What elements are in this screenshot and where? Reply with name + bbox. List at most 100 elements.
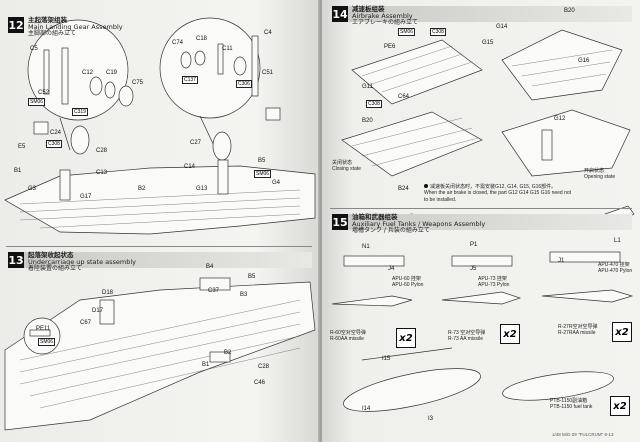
part-label: C12 <box>82 70 94 76</box>
part-label: B2 <box>224 350 232 356</box>
section-divider <box>330 208 632 209</box>
section-title-jp: 着陸装置の組み立て <box>28 264 83 272</box>
part-label: G12 <box>554 116 566 122</box>
closing-state-caption: 关闭状态 Closing state <box>332 160 361 173</box>
left-page-artwork <box>4 17 316 431</box>
opening-state-caption: 开启状态 Opening state <box>584 168 616 181</box>
part-label: C75 <box>132 80 144 86</box>
part-label: C51 <box>262 70 274 76</box>
section-15-bar <box>332 214 632 230</box>
part-label: G3 <box>28 186 37 192</box>
right-page-artwork <box>331 29 635 412</box>
part-label: C11 <box>222 46 233 52</box>
part-label: B24 <box>398 186 409 192</box>
step-number: 13 <box>8 252 24 268</box>
part-label: G13 <box>196 186 208 192</box>
part-label: C46 <box>254 380 266 386</box>
part-label: C13 <box>96 170 108 176</box>
section-title-cn: 油箱和武器组装 <box>352 213 398 221</box>
part-label: B5 <box>258 158 266 164</box>
section-14-bar <box>332 6 632 22</box>
part-label: C28 <box>96 148 108 154</box>
part-label: I3 <box>428 416 434 422</box>
part-label: C24 <box>50 130 62 136</box>
part-label: B1 <box>202 362 210 368</box>
section-title-en: Auxiliary Fuel Tanks / Weapons Assembly <box>352 219 486 228</box>
paint-tag: C319 <box>72 108 88 116</box>
bullet-icon <box>424 184 428 188</box>
section-15-header: 15 油箱和武器组装 Auxiliary Fuel Tanks / Weapon… <box>332 214 485 234</box>
section-title-cn: 起落架收起状态 <box>28 251 74 259</box>
page-footer: 1/48 MiG-29 "FULCRUM" 9-13 <box>552 432 614 437</box>
part-label: C5 <box>30 46 38 52</box>
part-label: B1 <box>14 168 22 174</box>
part-label: N1 <box>362 244 370 250</box>
part-label: G16 <box>578 58 590 64</box>
part-label: E5 <box>18 144 26 150</box>
section-title-jp: 主脚部の組み立て <box>28 29 77 37</box>
airbrake-note: 减速板关闭状态时，不需安装G12, G14, G15, G16部件。 When … <box>424 184 572 203</box>
quantity-badge: x2 <box>610 396 630 416</box>
part-label: C67 <box>80 320 92 326</box>
section-title-jp: エアブレーキの組み立て <box>352 18 419 26</box>
paint-tag: SM06 <box>398 28 416 36</box>
part-label: G14 <box>496 24 508 30</box>
quantity-badge: x2 <box>500 324 520 344</box>
part-label: P1 <box>470 242 478 248</box>
part-label: I14 <box>362 406 371 412</box>
part-label: C37 <box>208 288 220 294</box>
page-gutter <box>318 0 324 442</box>
step-number: 12 <box>8 17 24 33</box>
paint-tag: C308 <box>430 28 446 36</box>
part-label: D18 <box>102 290 114 296</box>
part-label: C19 <box>106 70 118 76</box>
part-label: G11 <box>362 84 373 90</box>
section-title-en: Main Landing Gear Assembly <box>28 22 123 31</box>
part-label: J4 <box>388 266 395 272</box>
part-label: D17 <box>92 308 104 314</box>
part-label: B20 <box>362 118 373 124</box>
part-label: C14 <box>184 164 196 170</box>
section-14-header: 14 减速板组装 Airbrake Assembly エアブレーキの組み立て <box>332 6 418 26</box>
section-title-jp: 増槽タンク / 兵装の組み立て <box>352 226 430 234</box>
part-label: C64 <box>398 94 410 100</box>
part-label: PE6 <box>384 44 396 50</box>
part-label: J1 <box>558 258 565 264</box>
quantity-badge: x2 <box>396 328 416 348</box>
left-page: 12 主起落架组装 Main Landing Gear Assembly 主脚部… <box>0 0 320 442</box>
right-page: 14 减速板组装 Airbrake Assembly エアブレーキの組み立て S… <box>322 0 640 442</box>
section-title-cn: 主起落架组装 <box>28 16 67 24</box>
part-label: I15 <box>382 356 391 362</box>
step-number: 15 <box>332 214 348 230</box>
part-label: B4 <box>206 264 214 270</box>
paint-tag: C306 <box>236 80 252 88</box>
step-number: 14 <box>332 6 348 22</box>
part-label: C18 <box>196 36 208 42</box>
part-label: L1 <box>614 238 621 244</box>
part-label: B3 <box>240 292 248 298</box>
part-label: G17 <box>80 194 92 200</box>
section-title-en: Undercarriage up state assembly <box>28 257 137 266</box>
part-label: J5 <box>470 266 477 272</box>
part-label: G4 <box>272 180 281 186</box>
section-13-bar <box>8 252 312 268</box>
part-label: B2 <box>138 186 146 192</box>
part-label: C74 <box>172 40 184 46</box>
part-label: B20 <box>564 8 575 14</box>
paint-tag: SM06 <box>38 338 56 346</box>
part-label: B5 <box>248 274 256 280</box>
part-label: C4 <box>264 30 272 36</box>
section-title-cn: 减速板组装 <box>352 5 385 13</box>
part-label: C52 <box>38 90 50 96</box>
part-label: PE11 <box>36 326 51 332</box>
paint-tag: SM06 <box>28 98 46 106</box>
part-label: G15 <box>482 40 494 46</box>
